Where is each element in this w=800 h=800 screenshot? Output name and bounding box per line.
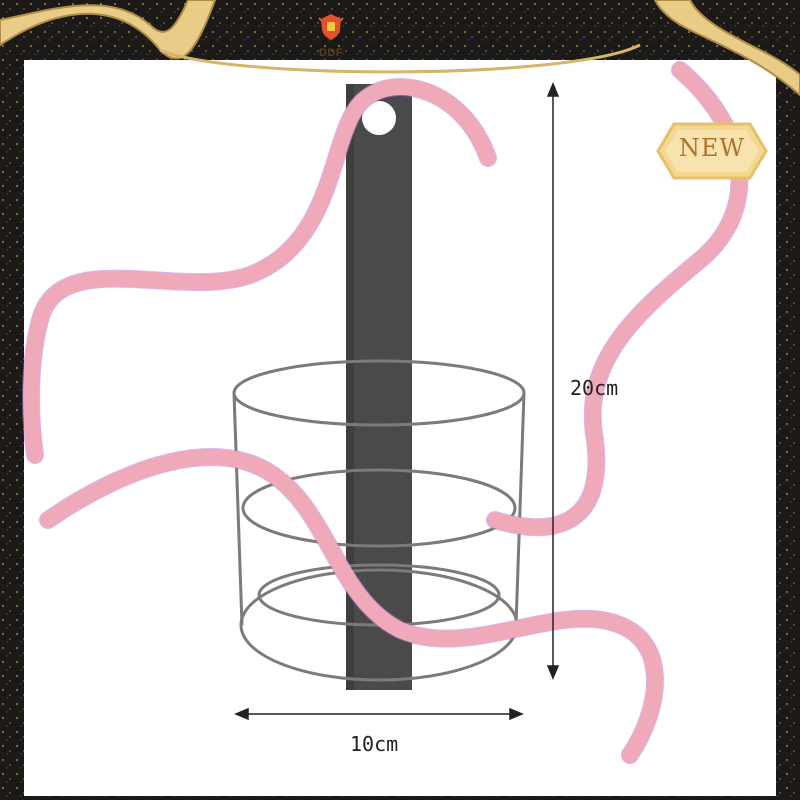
brand-name: DDF bbox=[318, 47, 344, 59]
wire-post-right bbox=[514, 392, 526, 626]
height-label: 20cm bbox=[570, 376, 619, 400]
new-badge-label: NEW bbox=[678, 134, 746, 162]
brand-logo: DDF bbox=[306, 12, 356, 62]
wire-ring-middle bbox=[241, 468, 517, 548]
width-label: 10cm bbox=[350, 732, 399, 756]
shield-crest-icon bbox=[318, 14, 344, 40]
gold-top-arc bbox=[159, 43, 641, 74]
new-badge: NEW bbox=[656, 120, 768, 182]
wire-post-left bbox=[232, 392, 244, 626]
new-badge-icon bbox=[656, 122, 768, 180]
plate-hole bbox=[362, 101, 396, 135]
gold-ribbon-left bbox=[0, 0, 217, 60]
gold-ribbon-right bbox=[653, 0, 800, 97]
